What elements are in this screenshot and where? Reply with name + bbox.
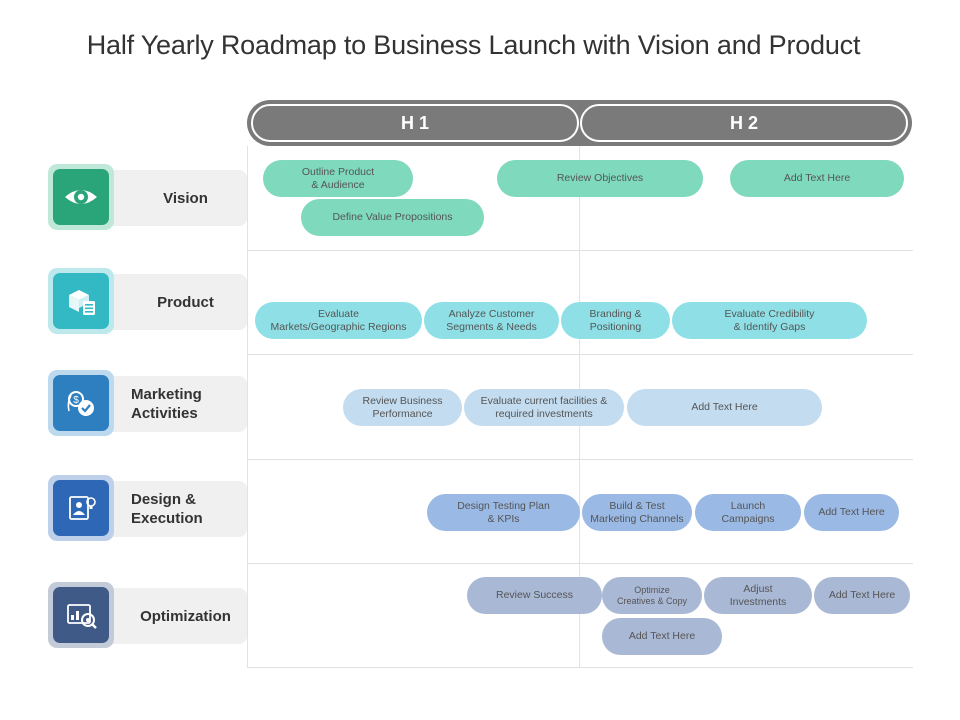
product-icon-frame — [48, 268, 114, 334]
task-outline-product: Outline Product & Audience — [263, 160, 413, 197]
row-label-marketing: Marketing Activities — [131, 386, 202, 422]
product-box-icon — [69, 290, 95, 315]
task-adjust-investments: Adjust Investments — [704, 577, 812, 614]
task-launch-campaigns: Launch Campaigns — [695, 494, 801, 531]
task-review-success: Review Success — [467, 577, 602, 614]
row-label-vision: Vision — [163, 189, 208, 207]
row-header-product: Product — [48, 268, 247, 334]
h2-header: H 2 — [580, 104, 908, 142]
task-branding: Branding & Positioning — [561, 302, 670, 339]
task-marketing-add-text: Add Text Here — [627, 389, 822, 426]
grid-row-divider — [247, 563, 913, 564]
task-design-testing: Design Testing Plan & KPIs — [427, 494, 580, 531]
task-evaluate-credibility: Evaluate Credibility & Identify Gaps — [672, 302, 867, 339]
vision-icon-frame — [48, 164, 114, 230]
task-evaluate-markets: Evaluate Markets/Geographic Regions — [255, 302, 422, 339]
task-review-objectives: Review Objectives — [497, 160, 703, 197]
design-person-board-icon — [69, 496, 96, 520]
row-header-optimization: Optimization — [48, 582, 247, 648]
row-header-vision: Vision — [48, 164, 247, 230]
row-header-design: Design & Execution — [48, 475, 247, 541]
grid-left-line — [247, 146, 248, 668]
h1-header: H 1 — [251, 104, 579, 142]
design-icon-frame — [48, 475, 114, 541]
marketing-icon-frame: $ — [48, 370, 114, 436]
task-optimize-creatives: Optimize Creatives & Copy — [602, 577, 702, 614]
page-title: Half Yearly Roadmap to Business Launch w… — [86, 30, 861, 60]
task-analyze-customer: Analyze Customer Segments & Needs — [424, 302, 559, 339]
task-optimization-add-text-1: Add Text Here — [814, 577, 910, 614]
row-label-product: Product — [157, 293, 214, 311]
marketing-dollar-check-icon: $ — [67, 391, 94, 416]
row-label-optimization: Optimization — [140, 607, 231, 625]
task-review-business: Review Business Performance — [343, 389, 462, 426]
eye-icon — [65, 190, 97, 204]
grid-row-divider — [247, 459, 913, 460]
task-design-add-text: Add Text Here — [804, 494, 899, 531]
task-vision-add-text: Add Text Here — [730, 160, 904, 197]
svg-text:$: $ — [73, 395, 79, 406]
grid-row-divider — [247, 667, 913, 668]
grid-row-divider — [247, 250, 913, 251]
task-optimization-add-text-2: Add Text Here — [602, 618, 722, 655]
task-define-value: Define Value Propositions — [301, 199, 484, 236]
optimization-icon-frame — [48, 582, 114, 648]
task-build-test: Build & Test Marketing Channels — [582, 494, 692, 531]
row-header-marketing: $ Marketing Activities — [48, 370, 247, 436]
optimization-chart-magnifier-icon — [67, 604, 97, 629]
timeline-header-bar: H 1 H 2 — [247, 100, 912, 146]
task-evaluate-facilities: Evaluate current facilities & required i… — [464, 389, 624, 426]
grid-row-divider — [247, 354, 913, 355]
row-label-design: Design & Execution — [131, 491, 203, 527]
